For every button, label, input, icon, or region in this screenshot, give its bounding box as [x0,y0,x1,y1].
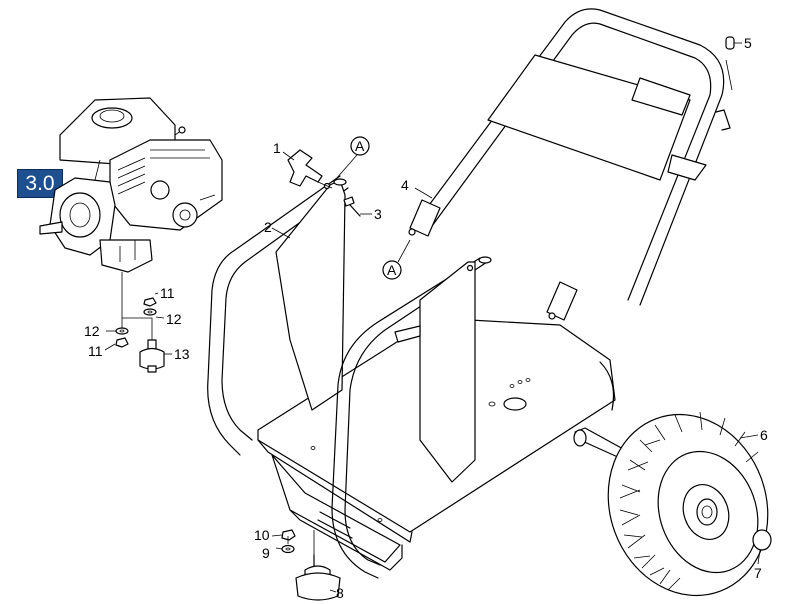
callout-11-lower[interactable]: 11 [88,343,103,359]
wheel-6[interactable] [583,392,787,604]
reference-a-handle-label: A [387,262,397,278]
washer-9[interactable] [281,544,295,554]
screw-3[interactable] [343,196,361,217]
rubber-foot-8[interactable] [295,554,341,601]
washer-12-upper[interactable] [143,308,157,316]
washer-12-lower[interactable] [115,327,129,335]
knob-1[interactable] [287,149,333,189]
reference-a-handle: A [382,239,411,280]
callout-13[interactable]: 13 [174,346,190,362]
nut-11-upper[interactable] [143,297,157,307]
callout-11-upper[interactable]: 11 [160,285,175,301]
pin-5[interactable] [725,36,735,50]
callout-2[interactable]: 2 [264,219,272,235]
hub-cap-7[interactable] [752,529,772,551]
vibration-mount-13[interactable] [139,339,165,373]
callout-7[interactable]: 7 [754,565,762,581]
reference-a-top: A [334,136,370,181]
engine-assembly[interactable] [39,97,223,273]
callout-1[interactable]: 1 [273,140,281,156]
callout-4[interactable]: 4 [401,177,409,193]
callout-5[interactable]: 5 [744,35,752,51]
callout-9[interactable]: 9 [262,545,270,561]
callout-12-upper[interactable]: 12 [166,311,182,327]
assembly-badge[interactable]: 3.0 [17,169,63,198]
callout-10[interactable]: 10 [254,527,270,543]
callout-12-lower[interactable]: 12 [84,323,100,339]
callout-8[interactable]: 8 [336,585,344,601]
handle-4[interactable] [408,8,733,321]
callout-6[interactable]: 6 [760,427,768,443]
callout-3[interactable]: 3 [374,206,382,222]
nut-11-lower[interactable] [115,337,129,348]
frame-2[interactable] [207,175,626,579]
nut-10[interactable] [281,529,296,541]
reference-a-top-label: A [355,138,365,154]
